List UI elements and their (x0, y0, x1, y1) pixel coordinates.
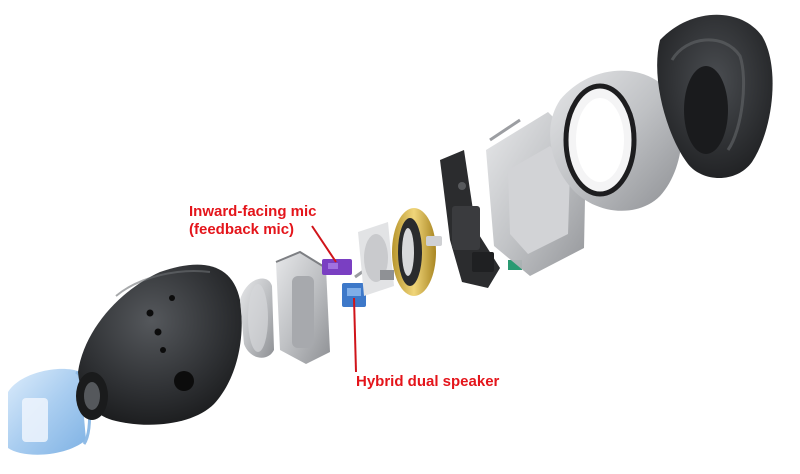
mic-label-line2: (feedback mic) (189, 221, 295, 238)
ear-tip (8, 368, 92, 455)
mic-leader-line (311, 225, 337, 263)
rear-shell (657, 14, 773, 179)
speaker-bracket (358, 222, 394, 296)
acoustic-housing (275, 250, 330, 364)
feedback-mic (322, 259, 352, 275)
leader-lines (311, 225, 357, 373)
speaker-label: Hybrid dual speaker (356, 373, 500, 390)
balanced-armature-ring (392, 208, 442, 296)
circuit-module (440, 150, 522, 288)
speaker-leader-line (353, 297, 357, 373)
mic-label-line1: Inward-facing mic (189, 203, 317, 220)
rear-cover-ring (550, 70, 682, 211)
front-cover (240, 278, 274, 358)
front-shell (76, 264, 242, 425)
